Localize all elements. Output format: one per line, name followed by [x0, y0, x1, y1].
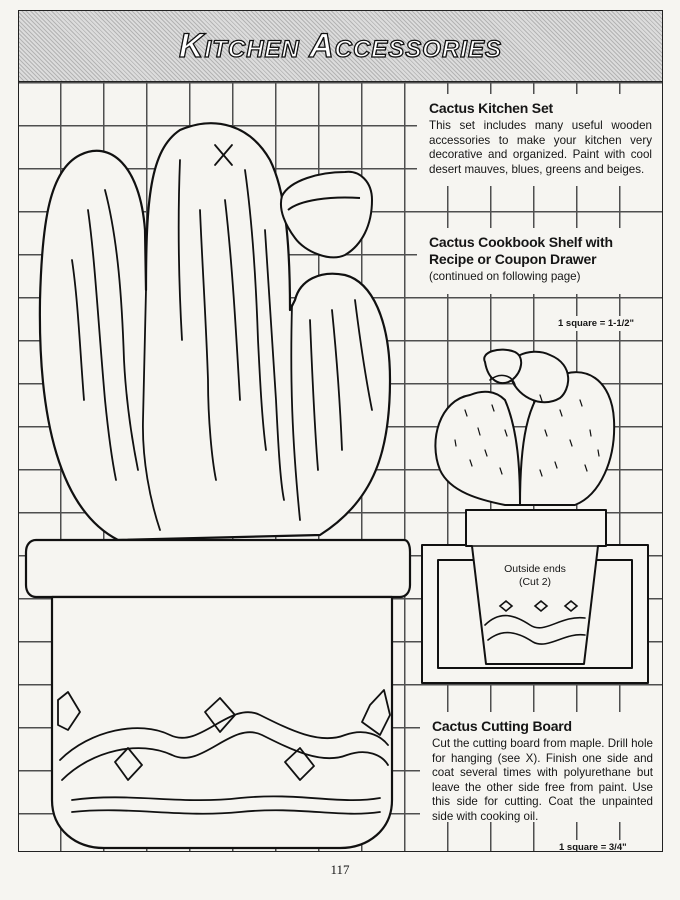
- page-title: Kitchen Accessories: [178, 26, 502, 65]
- page-number: 117: [330, 862, 350, 877]
- title-banner: Kitchen Accessories: [18, 10, 663, 82]
- section-heading: Cactus Cookbook Shelf with Recipe or Cou…: [429, 234, 613, 267]
- section-heading: Cactus Cutting Board: [432, 718, 572, 734]
- cut-count-text: (Cut 2): [518, 576, 552, 588]
- section-body: Cut the cutting board from maple. Drill …: [432, 737, 653, 823]
- page-frame: [18, 10, 663, 852]
- outside-ends-label: Outside ends (Cut 2): [490, 563, 580, 589]
- outside-ends-text: Outside ends: [504, 563, 566, 575]
- scale-note-shelf: 1 square = 1-1/2": [555, 316, 638, 331]
- section-cactus-cutting-board: Cactus Cutting Board Cut the cutting boa…: [420, 712, 663, 823]
- section-heading: Cactus Kitchen Set: [429, 100, 553, 116]
- section-body: (continued on following page): [429, 270, 581, 283]
- section-cactus-kitchen-set: Cactus Kitchen Set This set includes man…: [417, 94, 662, 186]
- section-body: This set includes many useful wooden acc…: [429, 119, 652, 176]
- section-cactus-cookbook-shelf: Cactus Cookbook Shelf with Recipe or Cou…: [417, 228, 662, 294]
